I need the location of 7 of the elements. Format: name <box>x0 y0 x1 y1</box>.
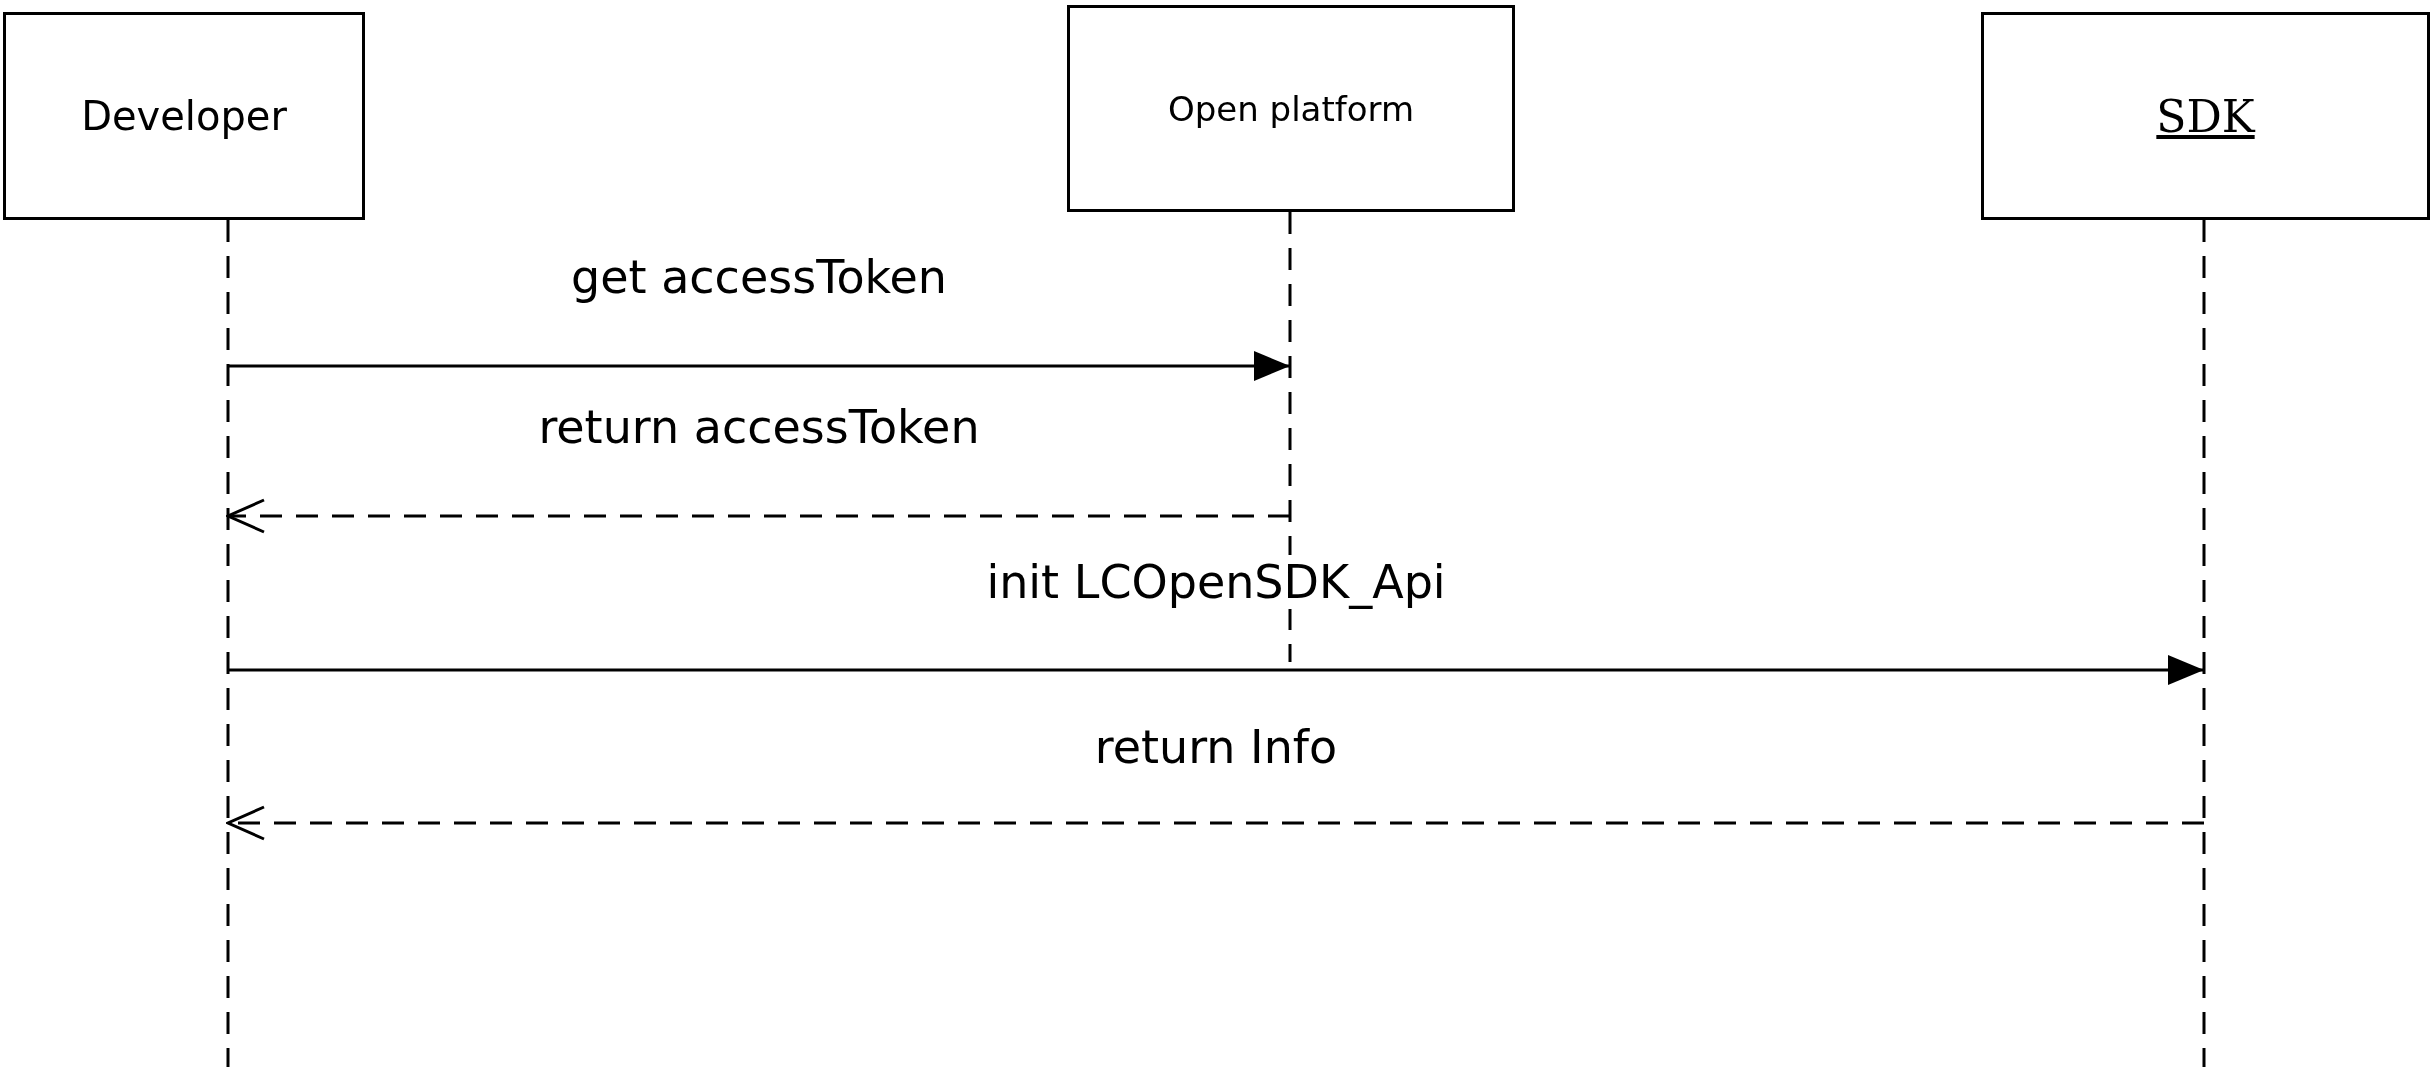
participant-name: Open platform <box>1167 88 1415 129</box>
participant-name: SDK <box>2156 90 2255 142</box>
return-message-arrow <box>226 498 1290 534</box>
message-arrow <box>228 351 1290 381</box>
return-message-arrow <box>226 805 2204 841</box>
participant-name: Developer <box>81 93 287 139</box>
message-arrow <box>228 655 2204 685</box>
